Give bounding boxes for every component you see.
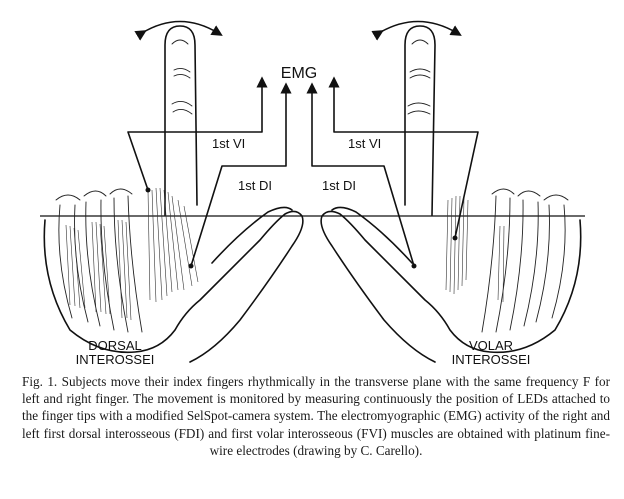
left-hand [43, 25, 304, 363]
figure-caption: Fig. 1. Subjects move their index finger… [22, 374, 610, 458]
volar-label-line2: INTEROSSEI [452, 352, 531, 367]
di-left-label: 1st DI [238, 178, 272, 193]
vi-left-label: 1st VI [212, 136, 245, 151]
hands-illustration: EMG 1st VI 1st VI 1st DI 1st DI DORSAL I… [40, 20, 585, 367]
di-right-label: 1st DI [322, 178, 356, 193]
emg-label: EMG [281, 65, 317, 82]
dorsal-label-line1: DORSAL [88, 338, 141, 353]
right-hand [320, 25, 582, 363]
vi-right-label: 1st VI [348, 136, 381, 151]
right-motion-arc [371, 20, 462, 41]
dorsal-label-line2: INTEROSSEI [76, 352, 155, 367]
electrode-wires [127, 76, 479, 267]
volar-label-line1: VOLAR [469, 338, 513, 353]
left-motion-arc [134, 20, 223, 41]
